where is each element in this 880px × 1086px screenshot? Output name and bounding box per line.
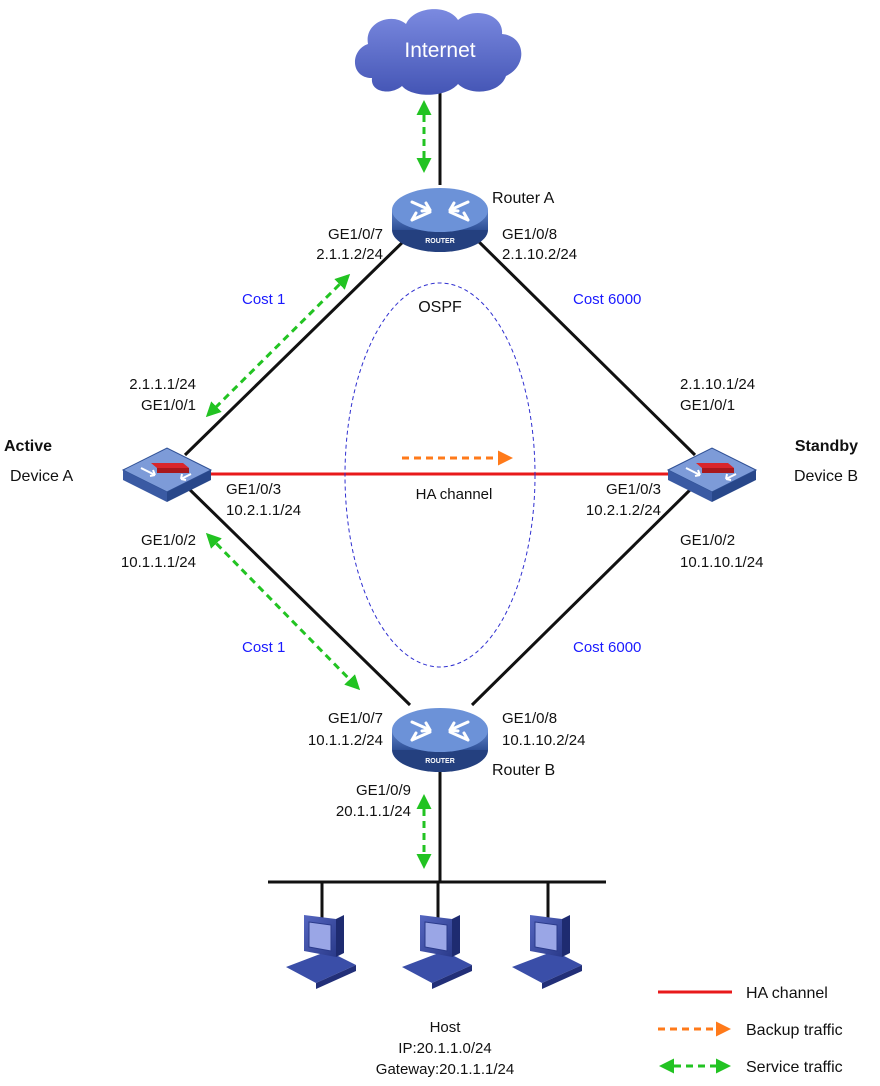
router-b-left-ip: 10.1.1.2/24 xyxy=(308,732,383,749)
device-b-firewall-icon xyxy=(666,447,758,502)
router-b-name: Router B xyxy=(492,762,555,779)
router-a-left-port: GE1/0/7 xyxy=(328,226,383,243)
ospf-label: OSPF xyxy=(418,299,462,316)
host-ip: IP:20.1.1.0/24 xyxy=(398,1040,491,1057)
router-a-badge: ROUTER xyxy=(425,238,455,245)
cost-bottom-left: Cost 1 xyxy=(242,639,285,656)
device-a-role: Active xyxy=(4,438,52,455)
cost-top-left: Cost 1 xyxy=(242,291,285,308)
host-gateway: Gateway:20.1.1.1/24 xyxy=(376,1061,514,1078)
router-b-right-ip: 10.1.10.2/24 xyxy=(502,732,585,749)
device-b-name: Device B xyxy=(794,468,858,485)
router-b-down-ip: 20.1.1.1/24 xyxy=(336,803,411,820)
router-a-right-ip: 2.1.10.2/24 xyxy=(502,246,577,263)
device-a-up-ip: 2.1.1.1/24 xyxy=(129,376,196,393)
legend: HA channel Backup traffic Service traffi… xyxy=(658,985,843,1076)
device-a-down-ip: 10.1.1.1/24 xyxy=(121,554,196,571)
ospf-area xyxy=(344,282,536,668)
internet-cloud-icon: Internet xyxy=(354,9,522,95)
service-traffic-lower xyxy=(205,532,361,691)
ha-channel-label: HA channel xyxy=(416,486,493,503)
link-device-b-router-b xyxy=(470,483,697,707)
device-a-ha-port: GE1/0/3 xyxy=(226,481,281,498)
device-a-firewall-icon xyxy=(121,447,213,502)
router-a-right-port: GE1/0/8 xyxy=(502,226,557,243)
device-b-down-port: GE1/0/2 xyxy=(680,532,735,549)
host-pc-icon xyxy=(512,915,582,989)
host-name: Host xyxy=(430,1019,462,1036)
router-a-name: Router A xyxy=(492,190,555,207)
cost-bottom-right: Cost 6000 xyxy=(573,639,641,656)
legend-backup-label: Backup traffic xyxy=(746,1022,843,1039)
device-a-ha-ip: 10.2.1.1/24 xyxy=(226,502,301,519)
device-a-name: Device A xyxy=(10,468,73,485)
router-b-icon: ROUTER xyxy=(392,708,488,772)
device-b-up-ip: 2.1.10.1/24 xyxy=(680,376,755,393)
legend-ha-label: HA channel xyxy=(746,985,828,1002)
link-router-a-device-b xyxy=(470,233,697,457)
internet-label: Internet xyxy=(404,39,475,62)
router-b-badge: ROUTER xyxy=(425,758,455,765)
device-b-down-ip: 10.1.10.1/24 xyxy=(680,554,763,571)
device-b-role: Standby xyxy=(795,438,858,455)
host-pc-icon xyxy=(402,915,472,989)
router-a-icon: ROUTER xyxy=(392,188,488,252)
router-b-right-port: GE1/0/8 xyxy=(502,710,557,727)
cost-top-right: Cost 6000 xyxy=(573,291,641,308)
device-a-up-port: GE1/0/1 xyxy=(141,397,196,414)
router-a-left-ip: 2.1.1.2/24 xyxy=(316,246,383,263)
device-b-up-port: GE1/0/1 xyxy=(680,397,735,414)
host-pc-icon xyxy=(286,915,356,989)
link-router-a-device-a xyxy=(183,233,412,457)
device-a-down-port: GE1/0/2 xyxy=(141,532,196,549)
legend-service-label: Service traffic xyxy=(746,1059,843,1076)
service-traffic-upper xyxy=(205,273,351,418)
router-b-left-port: GE1/0/7 xyxy=(328,710,383,727)
device-b-ha-ip: 10.2.1.2/24 xyxy=(586,502,661,519)
router-b-down-port: GE1/0/9 xyxy=(356,782,411,799)
device-b-ha-port: GE1/0/3 xyxy=(606,481,661,498)
